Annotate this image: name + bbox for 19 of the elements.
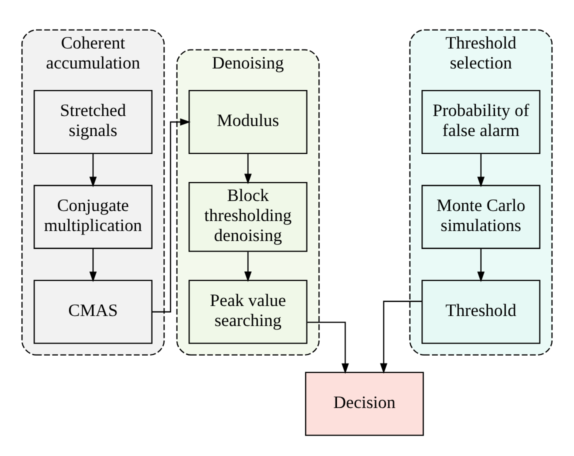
node-box: Conjugate multiplication [34,184,152,249]
arrow [477,248,485,282]
arrow [477,154,485,188]
arrow [244,252,252,282]
node-box: Stretched signals [34,90,152,154]
node-box: Probability of false alarm [422,90,540,154]
arrow [152,118,191,312]
arrow [89,248,97,282]
arrow [89,154,97,188]
node-box: CMAS [34,280,152,344]
node-box: Monte Carlo simulations [422,184,540,249]
node-box: Decision [305,372,424,436]
node-box: Threshold [422,280,540,344]
arrow [244,154,252,184]
arrow [380,300,422,374]
node-box: Block thresholding denoising [188,182,308,252]
arrow [307,322,349,374]
node-box: Peak value searching [188,280,308,344]
node-box: Modulus [188,90,308,154]
